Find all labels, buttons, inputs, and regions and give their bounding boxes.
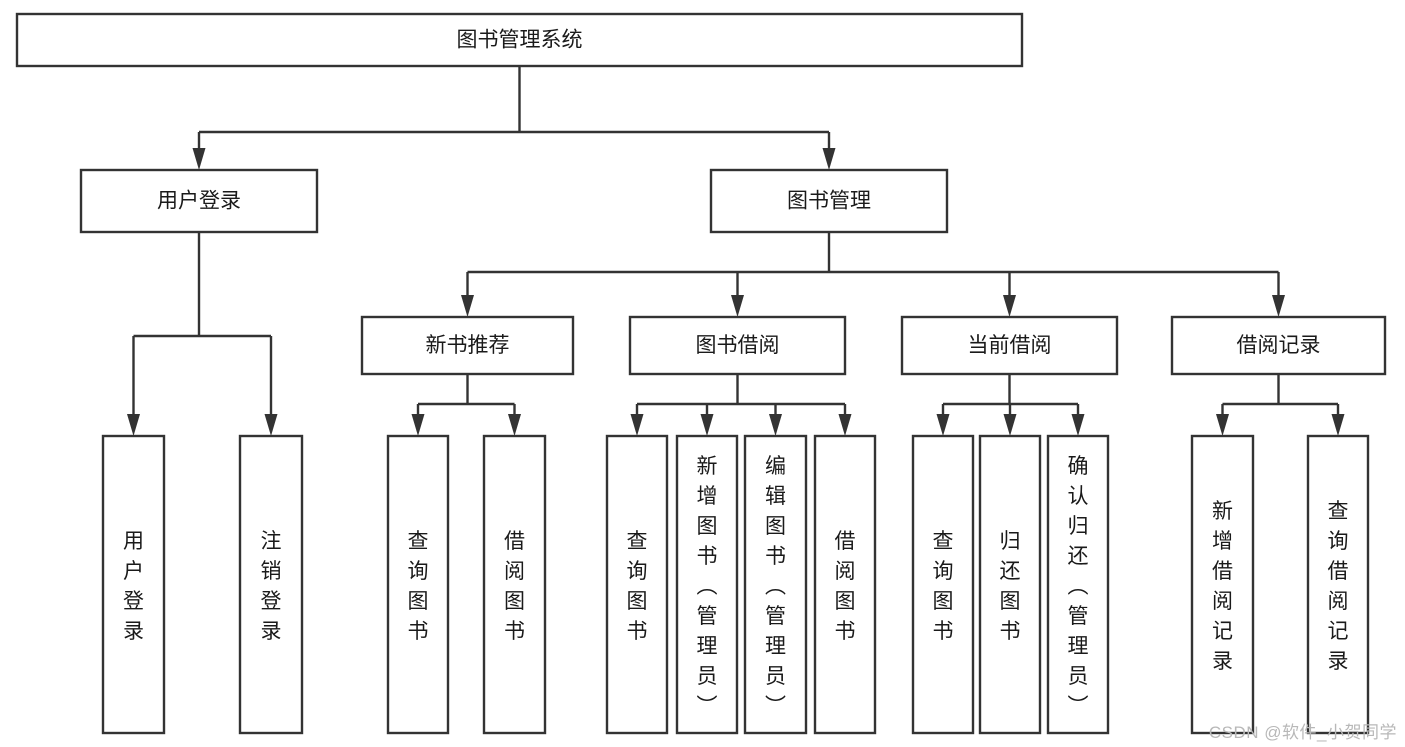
node-label-newbook: 新书推荐 <box>426 334 510 357</box>
node-leaf11[interactable]: 确认归还︵管理员︶ <box>1046 434 1110 735</box>
node-leaf5[interactable]: 查询图书 <box>605 434 669 735</box>
node-label-root: 图书管理系统 <box>457 29 583 52</box>
node-leaf7[interactable]: 编辑图书︵管理员︶ <box>743 434 808 735</box>
connector-borrow <box>630 374 852 436</box>
node-box-leaf12[interactable] <box>1190 434 1255 735</box>
node-label-leaf1: 用户登录 <box>123 530 144 643</box>
node-box-bookmgmt[interactable] <box>709 168 949 234</box>
node-leaf9[interactable]: 查询图书 <box>911 434 975 735</box>
watermark-label: CSDN @软件_小贺同学 <box>1208 723 1397 742</box>
node-box-records[interactable] <box>1170 315 1387 376</box>
node-label-leaf6: 新增图书︵管理员︶ <box>697 455 718 718</box>
connector-records <box>1216 374 1345 436</box>
node-borrow[interactable]: 图书借阅 <box>628 315 847 376</box>
connector-root <box>192 66 836 170</box>
node-label-borrow: 图书借阅 <box>696 334 780 357</box>
node-leaf13[interactable]: 查询借阅记录 <box>1306 434 1370 735</box>
node-box-leaf5[interactable] <box>605 434 669 735</box>
node-newbook[interactable]: 新书推荐 <box>360 315 575 376</box>
node-box-leaf6[interactable] <box>675 434 739 735</box>
connector-login <box>127 232 278 436</box>
node-label-login: 用户登录 <box>157 190 241 213</box>
node-root[interactable]: 图书管理系统 <box>15 12 1024 68</box>
node-leaf12[interactable]: 新增借阅记录 <box>1190 434 1255 735</box>
node-label-leaf3: 查询图书 <box>408 530 429 643</box>
node-current[interactable]: 当前借阅 <box>900 315 1119 376</box>
node-leaf2[interactable]: 注销登录 <box>238 434 304 735</box>
node-leaf6[interactable]: 新增图书︵管理员︶ <box>675 434 739 735</box>
node-box-leaf8[interactable] <box>813 434 877 735</box>
node-label-leaf2: 注销登录 <box>261 530 282 643</box>
node-label-leaf4: 借阅图书 <box>504 530 525 643</box>
connector-bookmgmt <box>461 232 1285 317</box>
node-label-leaf13: 查询借阅记录 <box>1328 500 1349 673</box>
node-leaf4[interactable]: 借阅图书 <box>482 434 547 735</box>
node-box-login[interactable] <box>79 168 319 234</box>
node-leaf1[interactable]: 用户登录 <box>101 434 166 735</box>
node-leaf8[interactable]: 借阅图书 <box>813 434 877 735</box>
node-label-current: 当前借阅 <box>968 334 1052 357</box>
node-records[interactable]: 借阅记录 <box>1170 315 1387 376</box>
node-box-leaf3[interactable] <box>386 434 450 735</box>
node-box-leaf4[interactable] <box>482 434 547 735</box>
node-box-leaf2[interactable] <box>238 434 304 735</box>
node-label-leaf11: 确认归还︵管理员︶ <box>1068 455 1089 718</box>
node-label-leaf7: 编辑图书︵管理员︶ <box>765 455 786 718</box>
node-box-root[interactable] <box>15 12 1024 68</box>
node-label-leaf12: 新增借阅记录 <box>1212 500 1233 673</box>
node-box-leaf7[interactable] <box>743 434 808 735</box>
node-leaf3[interactable]: 查询图书 <box>386 434 450 735</box>
node-box-leaf10[interactable] <box>978 434 1042 735</box>
node-label-leaf5: 查询图书 <box>627 530 648 643</box>
node-box-newbook[interactable] <box>360 315 575 376</box>
connector-newbook <box>411 374 521 436</box>
node-box-borrow[interactable] <box>628 315 847 376</box>
node-label-records: 借阅记录 <box>1237 334 1321 357</box>
node-box-current[interactable] <box>900 315 1119 376</box>
node-box-leaf11[interactable] <box>1046 434 1110 735</box>
node-label-leaf9: 查询图书 <box>933 530 954 643</box>
node-label-leaf10: 归还图书 <box>1000 530 1021 643</box>
node-login[interactable]: 用户登录 <box>79 168 319 234</box>
node-leaf10[interactable]: 归还图书 <box>978 434 1042 735</box>
node-bookmgmt[interactable]: 图书管理 <box>709 168 949 234</box>
node-label-leaf8: 借阅图书 <box>835 530 856 643</box>
connector-current <box>936 374 1085 436</box>
node-label-bookmgmt: 图书管理 <box>787 190 871 213</box>
node-box-leaf13[interactable] <box>1306 434 1370 735</box>
node-box-leaf9[interactable] <box>911 434 975 735</box>
node-box-leaf1[interactable] <box>101 434 166 735</box>
